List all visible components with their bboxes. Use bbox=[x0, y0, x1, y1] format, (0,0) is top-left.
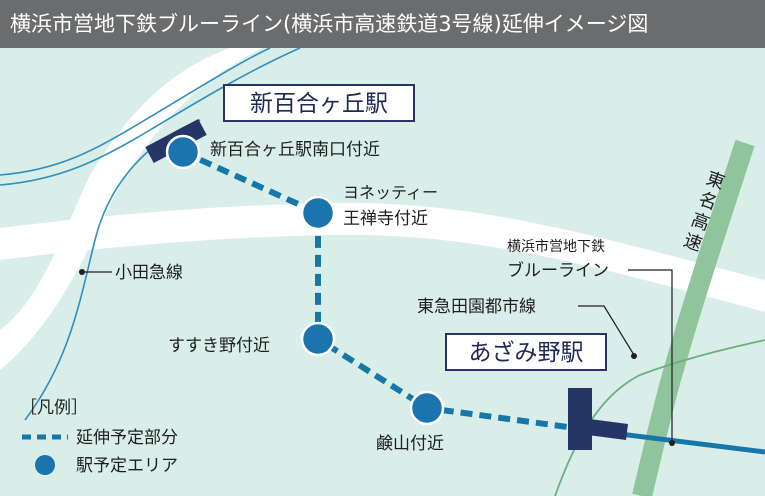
label-susukino: すすき野付近 bbox=[168, 336, 270, 356]
river-line-1 bbox=[0, 48, 301, 186]
legend-extension-label: 延伸予定部分 bbox=[76, 428, 178, 448]
label-ozenji: 王禅寺付近 bbox=[343, 209, 428, 229]
tokyu-leader bbox=[578, 305, 635, 356]
side-road bbox=[0, 48, 262, 370]
label-blueline-1: 横浜市営地下鉄 bbox=[507, 238, 605, 255]
azamino-station-block bbox=[568, 388, 628, 450]
azamino-label-box bbox=[445, 333, 607, 371]
tomei-expressway bbox=[632, 139, 755, 496]
label-odakyu-line: 小田急線 bbox=[115, 263, 183, 283]
planned-station-kanzan bbox=[409, 390, 445, 426]
planned-station-ozenji bbox=[300, 195, 336, 231]
legend: ［凡例］ 延伸予定部分 駅予定エリア bbox=[20, 398, 178, 476]
main-road bbox=[0, 202, 765, 312]
label-tokyu-line: 東急田園都市線 bbox=[417, 297, 536, 317]
label-yonetty: ヨネッティー bbox=[343, 183, 438, 202]
label-kanzan: 鹸山付近 bbox=[376, 434, 444, 454]
planned-station-shinyurigaoka-south bbox=[165, 134, 201, 170]
shinyurigaoka-station-name: 新百合ヶ丘駅 bbox=[250, 91, 388, 117]
odakyu-leader-dot bbox=[79, 269, 85, 275]
shinyurigaoka-label-box bbox=[223, 84, 415, 122]
label-shinyurigaoka-south: 新百合ヶ丘駅南口付近 bbox=[210, 140, 380, 160]
legend-station-label: 駅予定エリア bbox=[76, 456, 178, 476]
legend-title: ［凡例］ bbox=[20, 398, 88, 418]
map-canvas: 新百合ヶ丘駅 あざみ野駅 新百合ヶ丘駅南口付近 ヨネッティー 王禅寺付近 すすき… bbox=[0, 48, 765, 496]
blue-line-existing bbox=[619, 431, 765, 455]
planned-station-susukino bbox=[300, 321, 336, 357]
blueline-leader-dot bbox=[669, 440, 675, 446]
river-line-2 bbox=[0, 48, 271, 176]
blueline-leader bbox=[628, 269, 673, 443]
legend-station-circle bbox=[35, 455, 55, 475]
azamino-station-name: あざみ野駅 bbox=[469, 339, 584, 366]
tokyu-leader-dot bbox=[631, 353, 637, 359]
map-title: 横浜市営地下鉄ブルーライン(横浜市高速鉄道3号線)延伸イメージ図 bbox=[0, 0, 765, 48]
label-blueline-2: ブルーライン bbox=[507, 260, 609, 281]
